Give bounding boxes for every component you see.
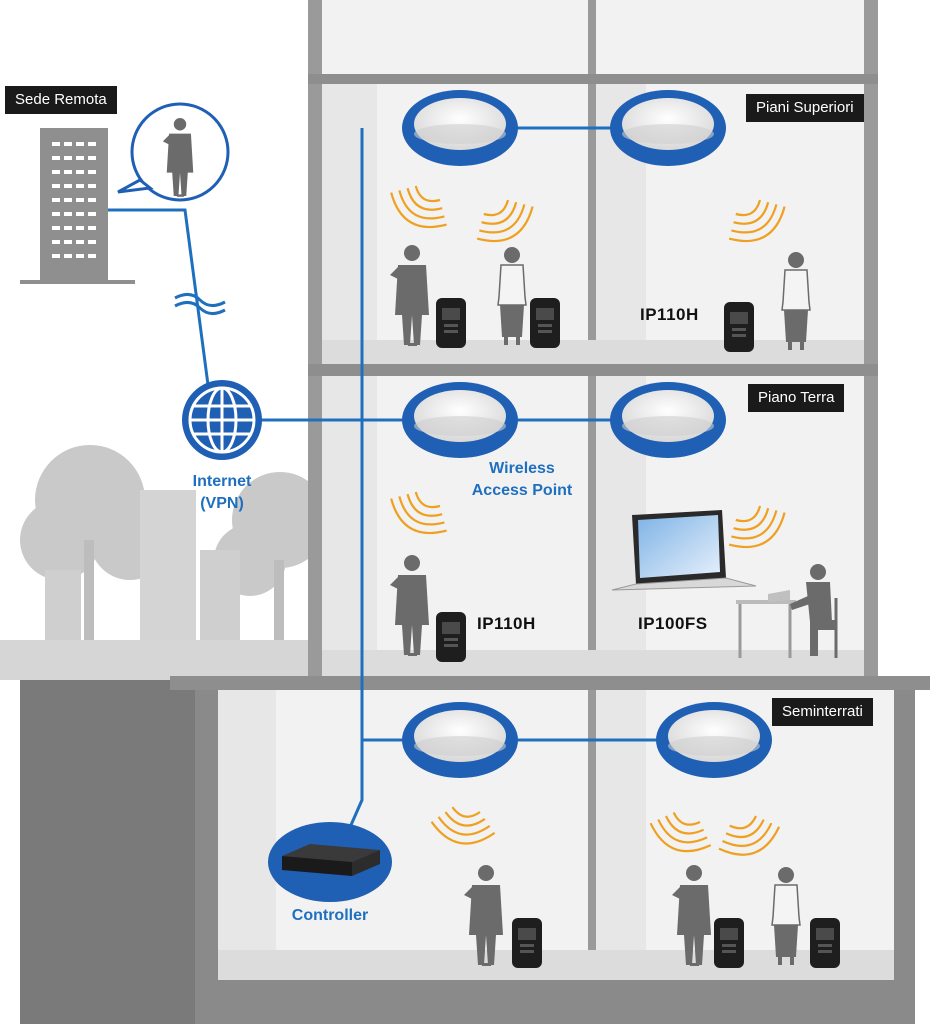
label-piani-superiori: Piani Superiori xyxy=(746,94,864,122)
wap-line2: Access Point xyxy=(471,482,573,499)
internet-label: Internet xyxy=(192,473,252,490)
device-label-ip110h-ground: IP110H xyxy=(477,614,536,633)
remote-user-bubble xyxy=(117,102,230,202)
access-point-basement-left xyxy=(402,702,518,778)
controller-device xyxy=(268,822,392,902)
globe-icon xyxy=(182,380,262,460)
device-label-ip110h-upper: IP110H xyxy=(640,305,699,324)
access-point-upper-left xyxy=(402,90,518,166)
vpn-label: (VPN) xyxy=(200,495,244,512)
access-point-ground-left xyxy=(402,382,518,458)
dispatcher-laptop xyxy=(611,510,796,658)
wap-line1: Wireless xyxy=(489,460,555,477)
access-point-ground-right xyxy=(610,382,726,458)
seated-operator xyxy=(790,564,838,658)
controller-label: Controller xyxy=(291,907,369,924)
wireless-access-point-label: Wireless Access Point xyxy=(454,458,590,502)
internet-vpn-label: Internet (VPN) xyxy=(176,471,268,515)
access-point-basement-right xyxy=(656,702,772,778)
remote-office-building xyxy=(20,128,135,284)
label-sede-remota: Sede Remota xyxy=(5,86,117,114)
background-scenery xyxy=(0,445,330,1024)
label-seminterrati: Seminterrati xyxy=(772,698,873,726)
device-label-ip100fs: IP100FS xyxy=(638,614,708,633)
access-point-upper-right xyxy=(610,90,726,166)
label-piano-terra: Piano Terra xyxy=(748,384,845,412)
